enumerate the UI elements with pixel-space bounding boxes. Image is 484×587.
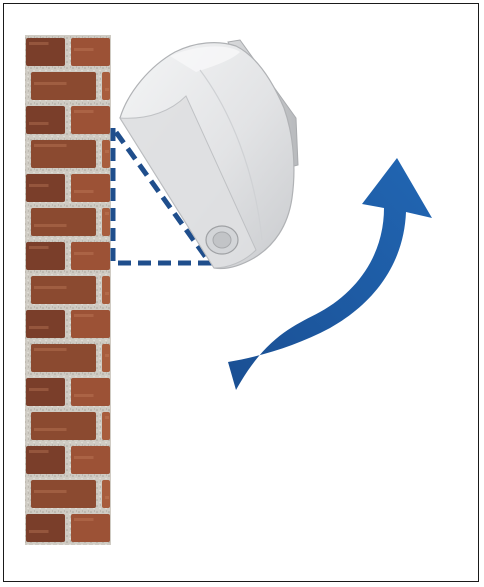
brick	[31, 480, 96, 508]
brick-texture	[29, 184, 49, 187]
brick	[71, 242, 110, 270]
brick	[102, 72, 110, 100]
brick-texture	[34, 490, 67, 493]
brick-texture	[74, 110, 94, 113]
brick	[26, 174, 65, 202]
wall-mounted-housing-icon	[120, 40, 298, 269]
brick-texture	[74, 394, 94, 397]
brick-texture	[29, 246, 49, 249]
brick-texture	[74, 518, 94, 521]
brick	[26, 514, 65, 542]
brick	[26, 310, 65, 338]
brick-texture	[74, 190, 94, 193]
brick	[26, 378, 65, 406]
brick-texture	[29, 388, 49, 391]
brick	[31, 276, 96, 304]
brick-texture	[74, 314, 94, 317]
brick-texture	[105, 354, 109, 357]
brick-texture	[29, 122, 49, 125]
brick-texture	[29, 326, 49, 329]
brick-texture	[34, 428, 67, 431]
brick-texture	[74, 48, 94, 51]
brick-texture	[29, 530, 49, 533]
brick-texture	[105, 416, 109, 419]
brick	[31, 72, 96, 100]
brick-texture	[74, 252, 94, 255]
brick-texture	[34, 286, 67, 289]
brick	[102, 276, 110, 304]
brick	[26, 106, 65, 134]
brick-texture	[29, 450, 49, 453]
brick	[71, 174, 110, 202]
brick	[102, 140, 110, 168]
brick-texture	[105, 88, 109, 91]
brick-texture	[34, 144, 67, 147]
brick-texture	[105, 292, 109, 295]
brick	[102, 480, 110, 508]
brick-texture	[74, 456, 94, 459]
brick	[71, 378, 110, 406]
brick-texture	[34, 224, 67, 227]
brick	[102, 344, 110, 372]
brick	[71, 38, 110, 66]
brick-texture	[105, 496, 109, 499]
brick-wall-icon	[25, 35, 111, 545]
brick-texture	[34, 82, 67, 85]
brick	[71, 446, 110, 474]
brick	[31, 412, 96, 440]
brick-texture	[29, 42, 49, 45]
brick-texture	[105, 150, 109, 153]
brick	[31, 208, 96, 236]
brick-texture	[105, 212, 109, 215]
brick-texture	[34, 348, 67, 351]
